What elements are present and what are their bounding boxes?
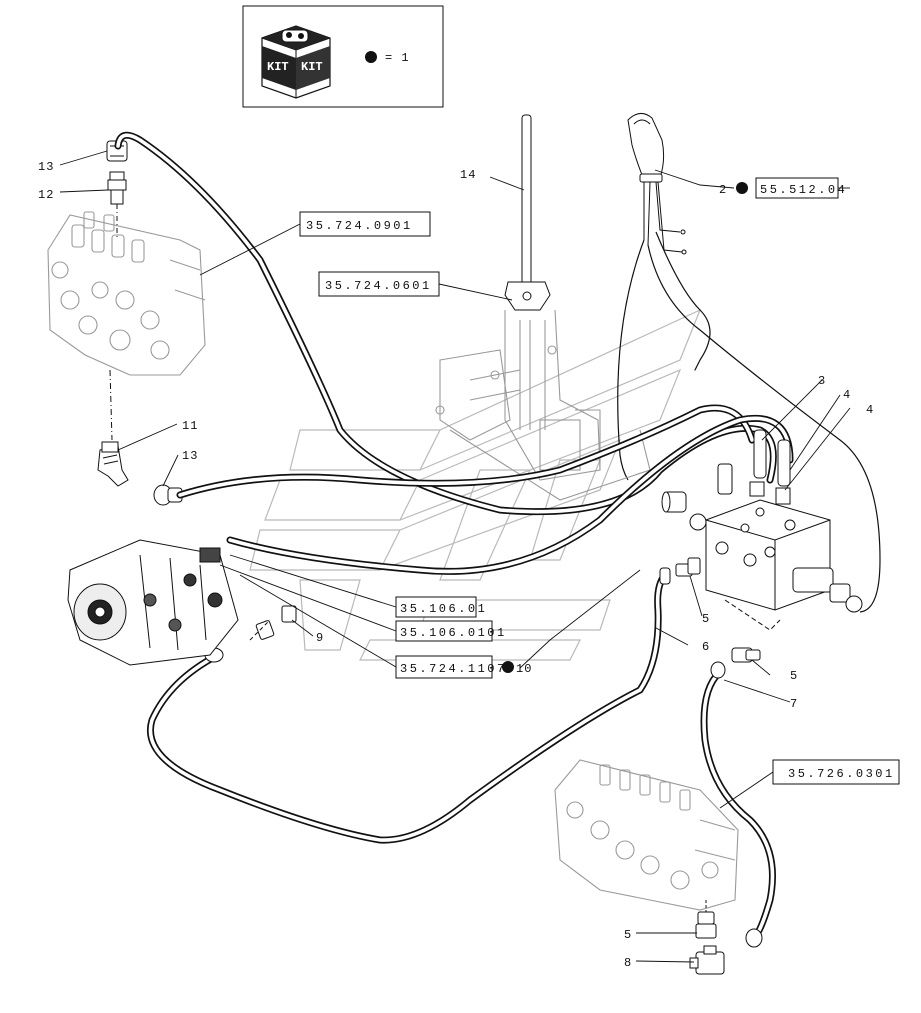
fitting-5-mid	[675, 557, 701, 577]
hose-long-bottom	[147, 571, 669, 844]
reference-box-5: 35.106.0101	[395, 620, 507, 642]
kit-bullet-icon	[365, 51, 377, 63]
callout-11: 11	[182, 419, 198, 433]
reference-box-7: 35.726.0301	[772, 759, 900, 785]
fitting-5-right	[731, 647, 761, 663]
svg-text:35.724.1107: 35.724.1107	[400, 662, 507, 676]
svg-text:35.724.0901: 35.724.0901	[306, 219, 413, 233]
elbow-fitting-11	[97, 441, 129, 487]
svg-text:35.726.0301: 35.726.0301	[788, 767, 895, 781]
callout-13-top: 13	[38, 160, 54, 174]
callout-5a: 5	[702, 612, 710, 626]
callout-14: 14	[460, 168, 476, 182]
leader-lines	[59, 150, 851, 963]
kit-bullet-callout-2	[736, 182, 748, 194]
svg-text:35.106.0101: 35.106.0101	[400, 626, 507, 640]
reference-box-6: 35.724.1107	[395, 655, 507, 679]
callout-7: 7	[790, 697, 798, 711]
callout-5c: 5	[624, 928, 632, 942]
callout-3: 3	[818, 374, 826, 388]
valve-block	[689, 499, 863, 613]
kit-label-right: KIT	[301, 60, 323, 74]
callout-2: 2	[719, 183, 727, 197]
callout-10: 10	[516, 662, 532, 676]
hose-mid-upper	[176, 404, 756, 499]
kit-label-left: KIT	[267, 60, 289, 74]
joystick-handle	[627, 113, 687, 255]
kit-box-icon: KIT KIT	[261, 25, 331, 99]
hose-to-motor-a	[226, 414, 794, 575]
kit-bullet-callout-10	[502, 661, 514, 673]
svg-text:55.512.04: 55.512.04	[760, 183, 847, 197]
tee-fitting-8	[689, 945, 725, 975]
reference-box-1: 35.724.0901	[299, 211, 431, 237]
callout-8: 8	[624, 956, 632, 970]
lever-14	[504, 114, 551, 311]
fittings-3-4	[717, 429, 791, 505]
coupler-left-of-valve	[661, 491, 687, 513]
reference-box-3: 55.512.04	[755, 177, 847, 199]
callout-4b: 4	[866, 403, 874, 417]
svg-text:35.106.01: 35.106.01	[400, 602, 487, 616]
hydraulic-pump	[67, 539, 239, 666]
callout-12: 12	[38, 188, 54, 202]
fitting-12	[107, 171, 127, 205]
fitting-9	[255, 605, 297, 640]
callout-9: 9	[316, 631, 324, 645]
callout-4a: 4	[843, 388, 851, 402]
control-valve-top-left	[47, 211, 206, 376]
reference-box-4: 35.106.01	[395, 596, 487, 618]
callout-13-bottom: 13	[182, 449, 198, 463]
callout-5b: 5	[790, 669, 798, 683]
kit-legend: KIT KIT = 1	[242, 5, 444, 108]
callout-6: 6	[702, 640, 710, 654]
kit-equals-text: = 1	[385, 51, 410, 65]
fitting-5-bottom	[695, 911, 717, 939]
callout-numbers: 13 12 14 2 3 4 4 11 13 9 10 5 6 5 7 5 8	[38, 160, 874, 970]
control-valve-bottom-right	[554, 759, 739, 911]
hose-end-13-bottom	[153, 484, 183, 506]
lever-bracket-ghost	[435, 309, 651, 501]
reference-box-2: 35.724.0601	[318, 271, 440, 297]
hose-long-upper	[114, 131, 777, 516]
hose-right-vertical	[700, 668, 776, 944]
hose-end-fittings	[204, 567, 763, 948]
svg-text:35.724.0601: 35.724.0601	[325, 279, 432, 293]
